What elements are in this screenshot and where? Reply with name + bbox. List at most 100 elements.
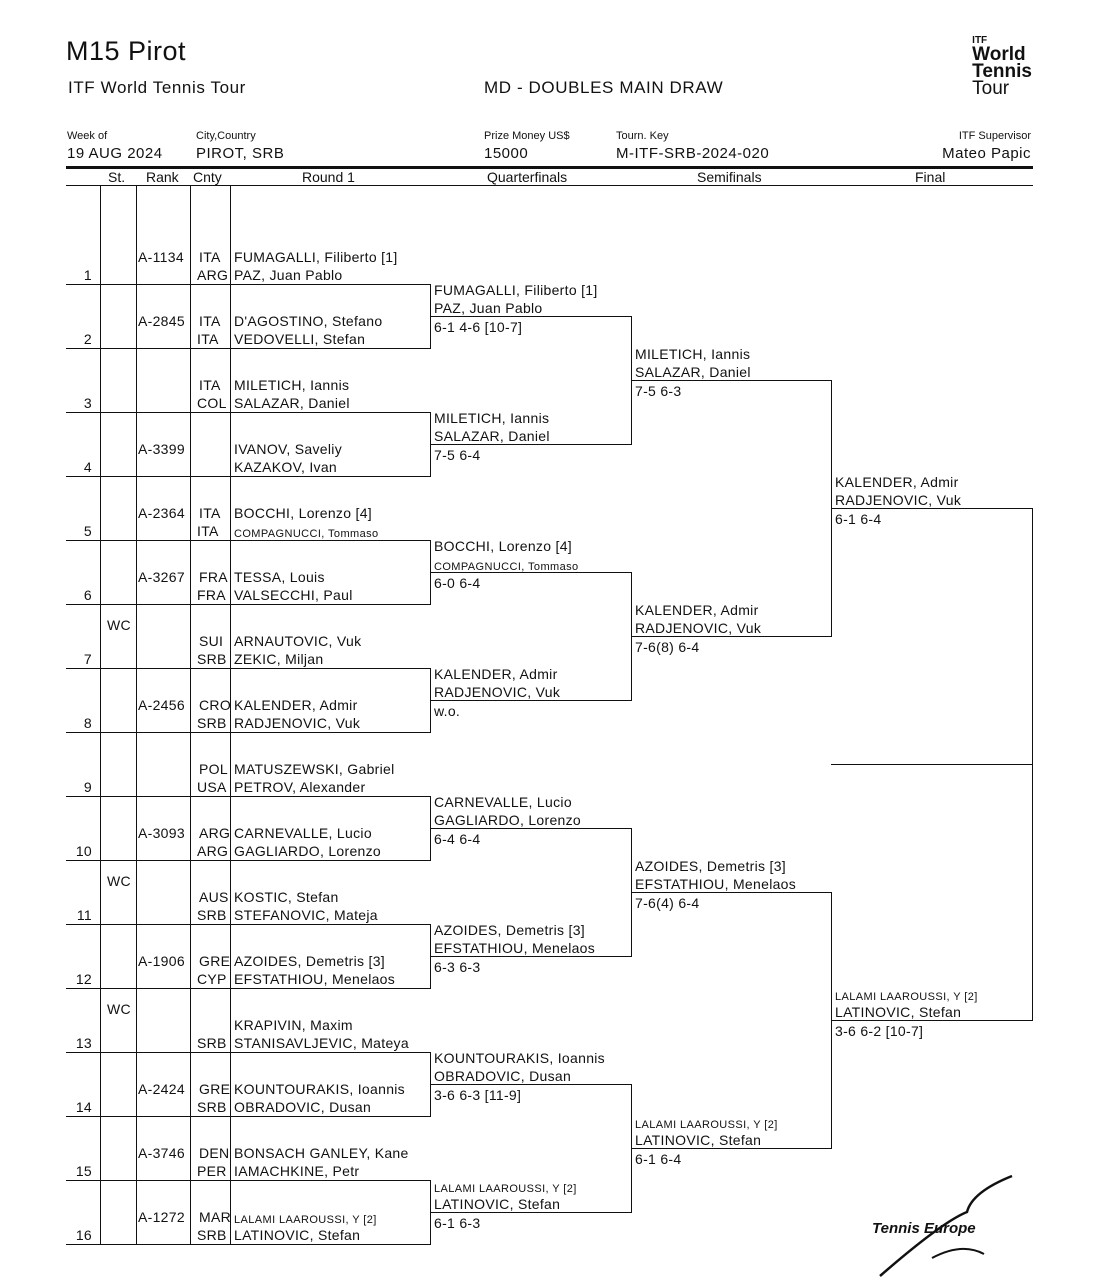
col-round1: Round 1 [302, 169, 355, 185]
entry-player-2: LATINOVIC, Stefan [234, 1227, 361, 1243]
sf-score: 7-6(4) 6-4 [635, 895, 700, 911]
column-divider [190, 186, 191, 1245]
entry-rank: A-3267 [138, 569, 185, 585]
entry-country-1: ITA [199, 377, 221, 393]
entry-country-1: GRE [199, 1081, 231, 1097]
key-value: M-ITF-SRB-2024-020 [616, 145, 770, 162]
entry-player-2: STEFANOVIC, Mateja [234, 907, 378, 923]
qf-player-1: FUMAGALLI, Filiberto [1] [434, 282, 598, 298]
supervisor-value: Mateo Papic [942, 145, 1031, 162]
city-value: PIROT, SRB [196, 145, 285, 162]
entry-player-2: EFSTATHIOU, Menelaos [234, 971, 396, 987]
draw-position: 9 [83, 779, 92, 795]
entry-country-1: POL [199, 761, 228, 777]
entry-rank: A-1906 [138, 953, 185, 969]
draw-type: MD - DOUBLES MAIN DRAW [484, 78, 724, 97]
qf-line [430, 1212, 631, 1213]
sf-player-2: RADJENOVIC, Vuk [635, 620, 762, 636]
entry-line [66, 412, 430, 413]
sf-score: 7-5 6-3 [635, 383, 682, 399]
final-score: 6-1 6-4 [835, 511, 882, 527]
draw-position: 16 [75, 1227, 92, 1243]
qf-player-2: PAZ, Juan Pablo [434, 300, 543, 316]
col-final: Final [915, 169, 946, 185]
entry-country-2: COL [197, 395, 227, 411]
qf-score: 7-5 6-4 [434, 447, 481, 463]
sf-player-2: SALAZAR, Daniel [635, 364, 751, 380]
draw-position: 15 [75, 1163, 92, 1179]
qf-line [430, 316, 631, 317]
entry-country-2: USA [197, 779, 227, 795]
entry-rank: A-3399 [138, 441, 185, 457]
final-line [831, 1020, 1032, 1021]
qf-score: 6-1 4-6 [10-7] [434, 319, 523, 335]
qf-player-2: RADJENOVIC, Vuk [434, 684, 561, 700]
entry-player-1: KOUNTOURAKIS, Ioannis [234, 1081, 405, 1097]
entry-line [66, 1052, 430, 1053]
entry-country-2: ITA [197, 523, 219, 539]
entry-player-1: BOCCHI, Lorenzo [4] [234, 505, 372, 521]
draw-position: 6 [83, 587, 92, 603]
entry-country-2: ARG [197, 843, 229, 859]
tour-name: ITF World Tennis Tour [68, 78, 246, 97]
column-divider [136, 186, 137, 1245]
entry-player-2: PAZ, Juan Pablo [234, 267, 343, 283]
draw-position: 3 [83, 395, 92, 411]
entry-line [66, 348, 430, 349]
entry-country-1: ITA [199, 249, 221, 265]
qf-line [430, 572, 631, 573]
final-score: 3-6 6-2 [10-7] [835, 1023, 924, 1039]
draw-position: 8 [83, 715, 92, 731]
entry-rank: A-2456 [138, 697, 185, 713]
entry-player-1: BONSACH GANLEY, Kane [234, 1145, 409, 1161]
entry-player-1: KRAPIVIN, Maxim [234, 1017, 353, 1033]
sf-line [631, 636, 831, 637]
draw-position: 7 [83, 651, 92, 667]
col-cnty: Cnty [193, 169, 222, 185]
qf-line [430, 956, 631, 957]
entry-country-1: CRO [199, 697, 232, 713]
draw-position: 2 [83, 331, 92, 347]
qf-player-1: KALENDER, Admir [434, 666, 558, 682]
entry-line [66, 732, 430, 733]
entry-player-1: D'AGOSTINO, Stefano [234, 313, 383, 329]
final-player-2: LATINOVIC, Stefan [835, 1004, 962, 1020]
qf-player-2: EFSTATHIOU, Menelaos [434, 940, 596, 956]
draw-position: 13 [75, 1035, 92, 1051]
logo-line1: World [972, 44, 1026, 65]
entry-country-2: SRB [197, 1227, 227, 1243]
column-divider [230, 186, 231, 1245]
entry-country-1: GRE [199, 953, 231, 969]
entry-line [66, 796, 430, 797]
sf-player-1: AZOIDES, Demetris [3] [635, 858, 786, 874]
entry-country-2: SRB [197, 1035, 227, 1051]
entry-country-2: SRB [197, 907, 227, 923]
final-player-2: RADJENOVIC, Vuk [835, 492, 962, 508]
entry-country-2: SRB [197, 1099, 227, 1115]
entry-player-2: IAMACHKINE, Petr [234, 1163, 360, 1179]
entry-country-1: MAR [199, 1209, 232, 1225]
entry-status: WC [107, 617, 131, 633]
entry-rank: A-1134 [138, 249, 184, 265]
entry-line [66, 668, 430, 669]
qf-player-1: AZOIDES, Demetris [3] [434, 922, 585, 938]
entry-status: WC [107, 873, 131, 889]
qf-player-1: MILETICH, Iannis [434, 410, 550, 426]
entry-country-2: FRA [197, 587, 226, 603]
draw-position: 12 [75, 971, 92, 987]
entry-status: WC [107, 1001, 131, 1017]
entry-player-2: GAGLIARDO, Lorenzo [234, 843, 382, 859]
entry-country-1: FRA [199, 569, 228, 585]
sf-player-1: MILETICH, Iannis [635, 346, 751, 362]
qf-player-1: CARNEVALLE, Lucio [434, 794, 572, 810]
draw-position: 14 [75, 1099, 92, 1115]
entry-player-1: IVANOV, Saveliy [234, 441, 342, 457]
sf-score: 7-6(8) 6-4 [635, 639, 700, 655]
entry-rank: A-2845 [138, 313, 185, 329]
draw-position: 1 [83, 267, 92, 283]
draw-position: 4 [83, 459, 92, 475]
entry-player-2: VEDOVELLI, Stefan [234, 331, 366, 347]
entry-player-1: KOSTIC, Stefan [234, 889, 339, 905]
entry-rank: A-2364 [138, 505, 185, 521]
qf-player-2: SALAZAR, Daniel [434, 428, 550, 444]
